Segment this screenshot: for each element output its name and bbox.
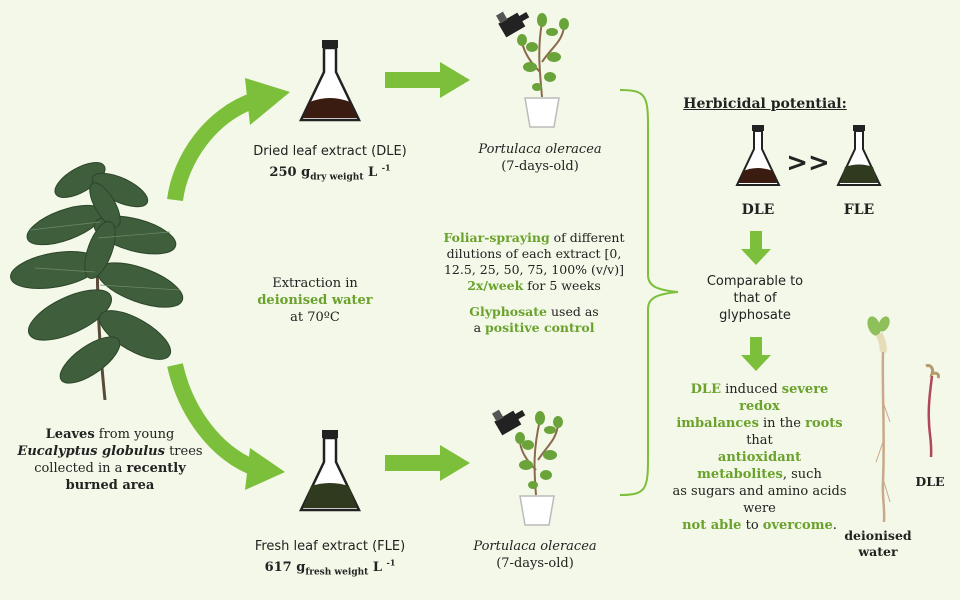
fle-small-label: FLE [843, 202, 875, 218]
seedling-dle-label: DLE [915, 474, 945, 489]
greater-than-symbol: >> [786, 148, 830, 178]
curved-arrow-down [167, 363, 285, 490]
treatment-text: Foliar-spraying of different dilutions o… [443, 230, 625, 335]
portulaca-plant-bottom-image [492, 409, 563, 526]
down-arrow-2 [741, 337, 771, 371]
down-arrow-1 [741, 231, 771, 265]
eucalyptus-branch-image [10, 162, 184, 401]
straight-arrow-top [385, 62, 470, 98]
fle-small-flask-icon [836, 125, 882, 186]
portulaca-plant-top-image [496, 11, 569, 128]
seedling-deionised-image [867, 316, 891, 523]
herbicidal-title: Herbicidal potential: [683, 96, 847, 112]
seedling-dle-image [925, 364, 940, 458]
straight-arrow-bottom [385, 445, 470, 481]
dle-small-flask-icon [735, 125, 781, 186]
brace-connector [619, 89, 679, 496]
dle-label: Dried leaf extract (DLE) 250 gdry weight… [253, 144, 407, 183]
dle-small-label: DLE [741, 202, 775, 218]
comparable-text: Comparable to that of glyphosate [706, 274, 804, 323]
conclusion-text: DLE induced severe redox imbalances in t… [672, 382, 847, 533]
plant-bottom-label: Portulaca oleracea (7-days-old) [473, 539, 597, 571]
extraction-text: Extraction in deionised water at 70ºC [257, 276, 373, 325]
seedling-deionised-label: deionised water [844, 528, 912, 559]
dle-flask-icon [299, 40, 361, 122]
leaves-description: Leaves from young Eucalyptus globulus tr… [17, 427, 203, 493]
fle-label: Fresh leaf extract (FLE) 617 gfresh weig… [254, 539, 406, 578]
curved-arrow-up [167, 78, 290, 202]
plant-top-label: Portulaca oleracea (7-days-old) [478, 142, 602, 174]
fle-flask-icon [299, 430, 361, 512]
